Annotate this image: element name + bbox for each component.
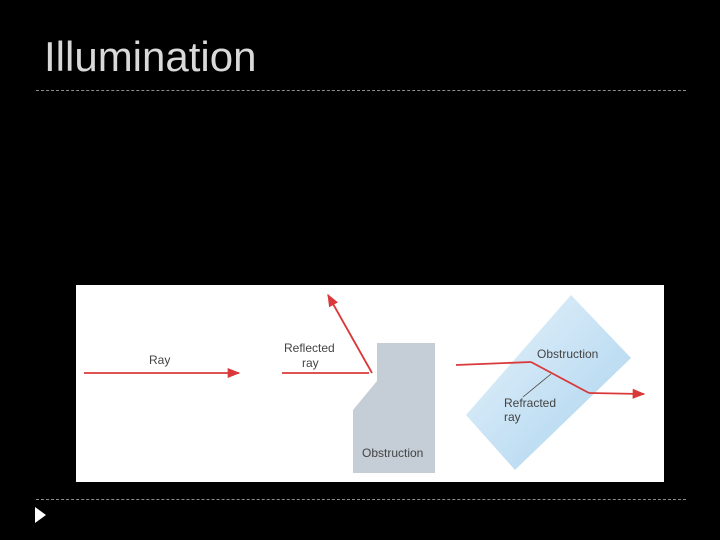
- top-divider: [36, 90, 686, 91]
- refracted-label-line1: Refracted: [504, 396, 556, 410]
- refracted-label-line2: ray: [504, 410, 521, 424]
- refracted-ray-inside-glass: [530, 361, 590, 394]
- reflected-label-line1: Reflected: [284, 341, 335, 355]
- refracted-pointer-line: [522, 373, 552, 398]
- slide-title: Illumination: [44, 33, 257, 80]
- transparent-obstruction: [466, 295, 631, 470]
- reflected-label-line2: ray: [302, 356, 319, 370]
- obstruction-left-label: Obstruction: [362, 446, 423, 460]
- play-arrow-icon[interactable]: [35, 507, 46, 523]
- incident-ray-to-glass: [455, 361, 532, 366]
- ray-diagram: Ray Reflected ray Obstruction Obstructio…: [76, 285, 664, 482]
- reflected-ray-arrow: [327, 293, 373, 374]
- ray-diagram-svg: Ray Reflected ray Obstruction Obstructio…: [84, 293, 646, 473]
- exiting-ray-arrow: [588, 388, 646, 399]
- ray-label: Ray: [149, 353, 170, 367]
- opaque-obstruction: [353, 343, 435, 473]
- obstruction-right-label: Obstruction: [537, 347, 598, 361]
- bottom-divider: [36, 499, 686, 500]
